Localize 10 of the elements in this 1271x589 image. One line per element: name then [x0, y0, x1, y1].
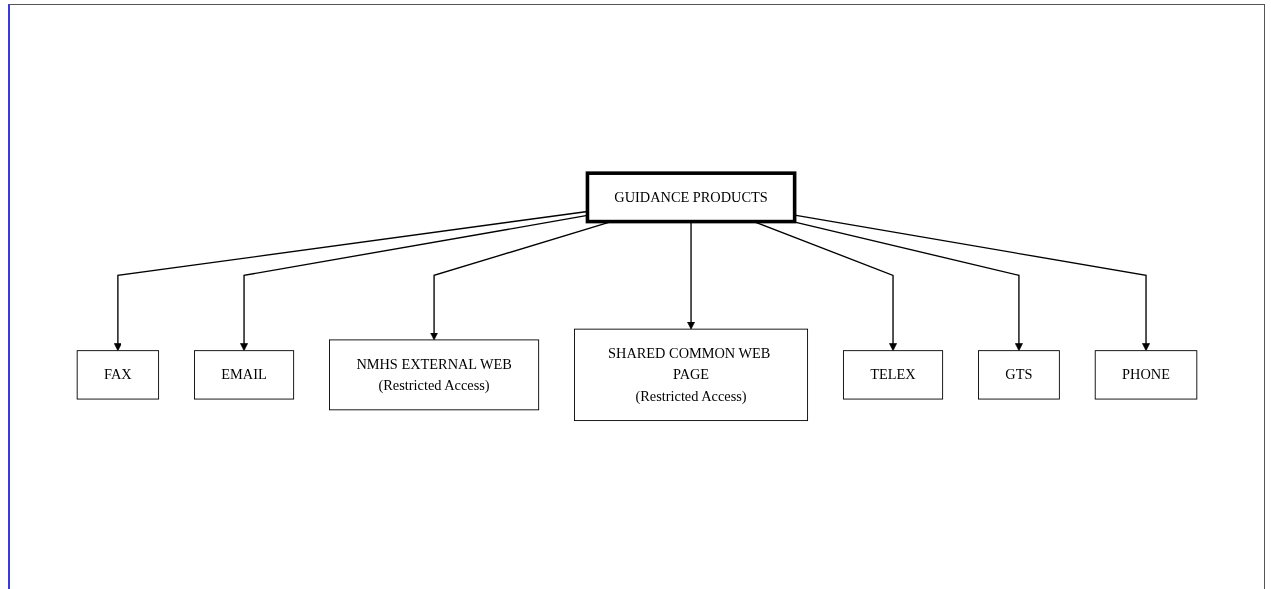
node-box: TELEX: [842, 350, 944, 400]
node-box: NMHS EXTERNAL WEB (Restricted Access): [329, 339, 540, 411]
node-box: PHONE: [1094, 350, 1198, 400]
arrow: [793, 214, 1150, 352]
arrow: [687, 221, 695, 330]
node-box: GUIDANCE PRODUCTS: [585, 171, 797, 224]
node-box: GTS: [978, 350, 1060, 400]
node-box: EMAIL: [194, 350, 295, 400]
node-box: FAX: [76, 350, 160, 400]
node-box: SHARED COMMON WEB PAGE (Restricted Access): [574, 328, 809, 422]
